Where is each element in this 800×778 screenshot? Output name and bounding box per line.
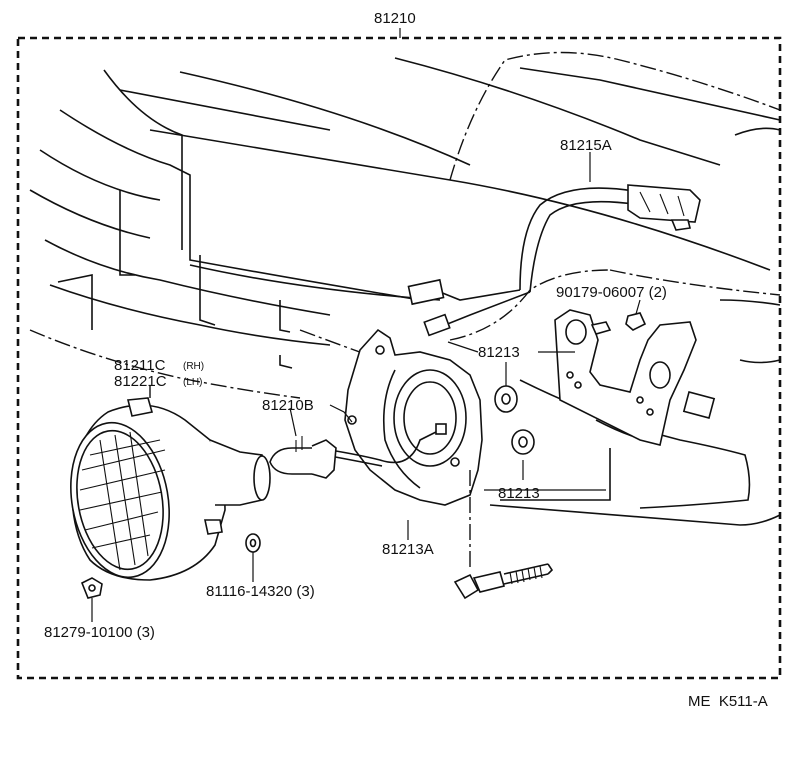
label-grommet-lower: 81213 [498,485,540,502]
label-lamp-rh-side: (RH) [183,361,204,372]
harness-81215a [407,184,701,337]
adjusting-bolt [453,563,554,600]
lamp-bracket [554,309,716,446]
leader-lines [91,152,641,622]
label-lamp-lh-side: (LH) [183,377,202,388]
label-assembly: 81210 [374,10,416,27]
nut-90179-06007 [625,312,647,331]
label-bolt: 81279-10100 (3) [44,624,155,641]
grille-background [29,51,781,526]
label-grommet-upper: 81213 [478,344,520,361]
fog-lamp-assembly [70,397,271,581]
label-socket-harness: 81213A [382,541,434,558]
grommet-lower [511,429,535,455]
label-lamp-lh: 81221C [114,373,167,390]
footer-code: ME K511-A [688,693,768,710]
grommet-upper [494,385,518,413]
label-lamp-rh: 81211C [114,357,166,374]
label-screw: 81116-14320 (3) [206,583,315,600]
assembly-frame [16,36,782,680]
label-harness: 81215A [560,137,612,154]
label-bulb: 81210B [262,397,314,414]
label-nut: 90179-06007 (2) [556,284,667,301]
bulb-81210b [269,436,337,479]
bolt-81279-10100 [80,577,103,599]
lamp-housing-bracket [344,328,483,506]
screw-81116-14320 [245,533,261,553]
